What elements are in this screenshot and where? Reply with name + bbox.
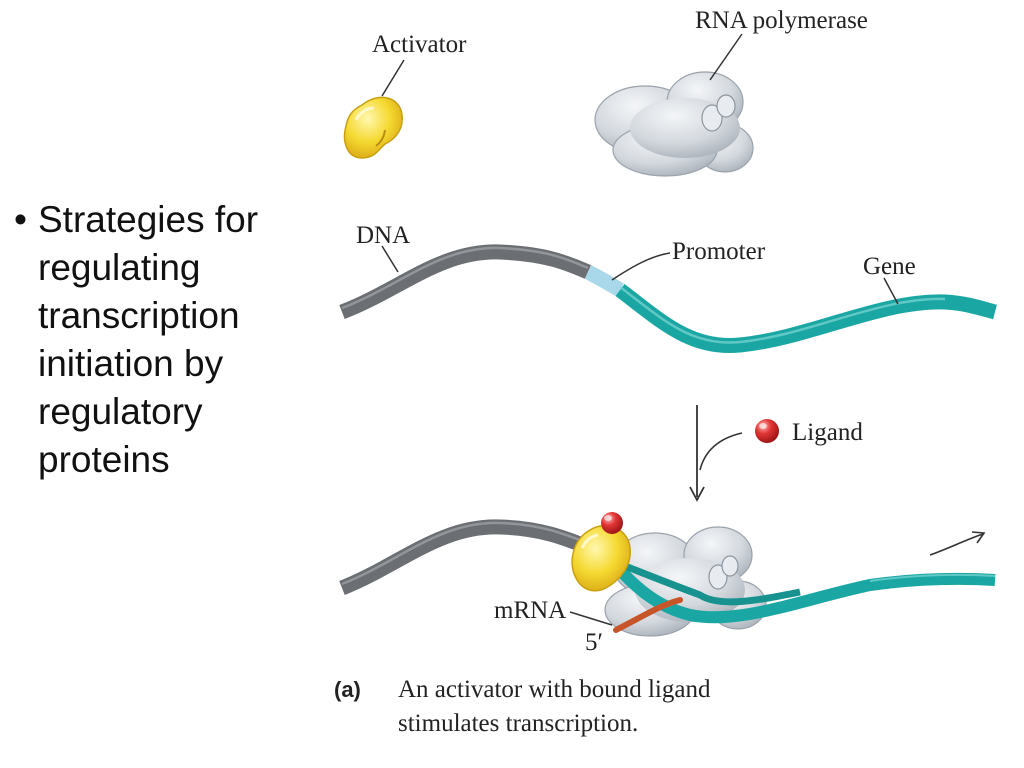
- promoter-region: [584, 265, 624, 297]
- bullet-text: Strategies for regulating transcription …: [38, 196, 314, 484]
- downward-arrow: [689, 405, 705, 502]
- mrna-strand: [613, 597, 683, 633]
- ligand-molecule: [755, 419, 779, 443]
- activator-label: Activator: [372, 31, 467, 58]
- gene-label: Gene: [863, 253, 916, 280]
- rna-polymerase-protein: [594, 71, 754, 177]
- bullet-line-3: transcription: [38, 295, 240, 336]
- dna-strand-bound: [339, 519, 593, 595]
- activator-protein: [343, 96, 403, 159]
- ligand-label: Ligand: [792, 419, 863, 446]
- rna-polymerase-label: RNA polymerase: [695, 7, 868, 34]
- dna-leader-line: [381, 245, 399, 273]
- bullet-line-6: proteins: [38, 439, 170, 480]
- bullet-line-4: initiation by: [38, 343, 224, 384]
- dna-label: DNA: [356, 222, 410, 249]
- bullet-point: • Strategies for regulating transcriptio…: [14, 196, 314, 484]
- activator-bound: [571, 525, 631, 592]
- gene-region-transcribed: [605, 555, 996, 624]
- mrna-label: mRNA: [494, 597, 566, 624]
- caption-line-1: An activator with bound ligand: [398, 676, 711, 703]
- caption-line-2: stimulates transcription.: [398, 710, 638, 737]
- gene-leader-line: [883, 277, 899, 305]
- activator-leader-line: [381, 59, 405, 97]
- gene-region: [615, 284, 997, 354]
- promoter-label: Promoter: [672, 238, 766, 265]
- ligand-bound: [601, 512, 623, 534]
- bullet-line-2: regulating: [38, 247, 201, 288]
- promoter-leader-line: [611, 252, 671, 281]
- ligand-join-arrow: [699, 432, 743, 471]
- bullet-line-5: regulatory: [38, 391, 203, 432]
- caption-panel-label: (a): [334, 677, 361, 702]
- dna-strand: [339, 244, 591, 320]
- transcription-direction-arrow: [929, 531, 986, 556]
- five-prime-label: 5′: [585, 629, 603, 656]
- bullet-line-1: Strategies for: [38, 199, 259, 240]
- rna-polymerase-leader-line: [709, 33, 743, 81]
- bullet-marker: •: [14, 199, 27, 240]
- mrna-leader-line: [569, 611, 613, 626]
